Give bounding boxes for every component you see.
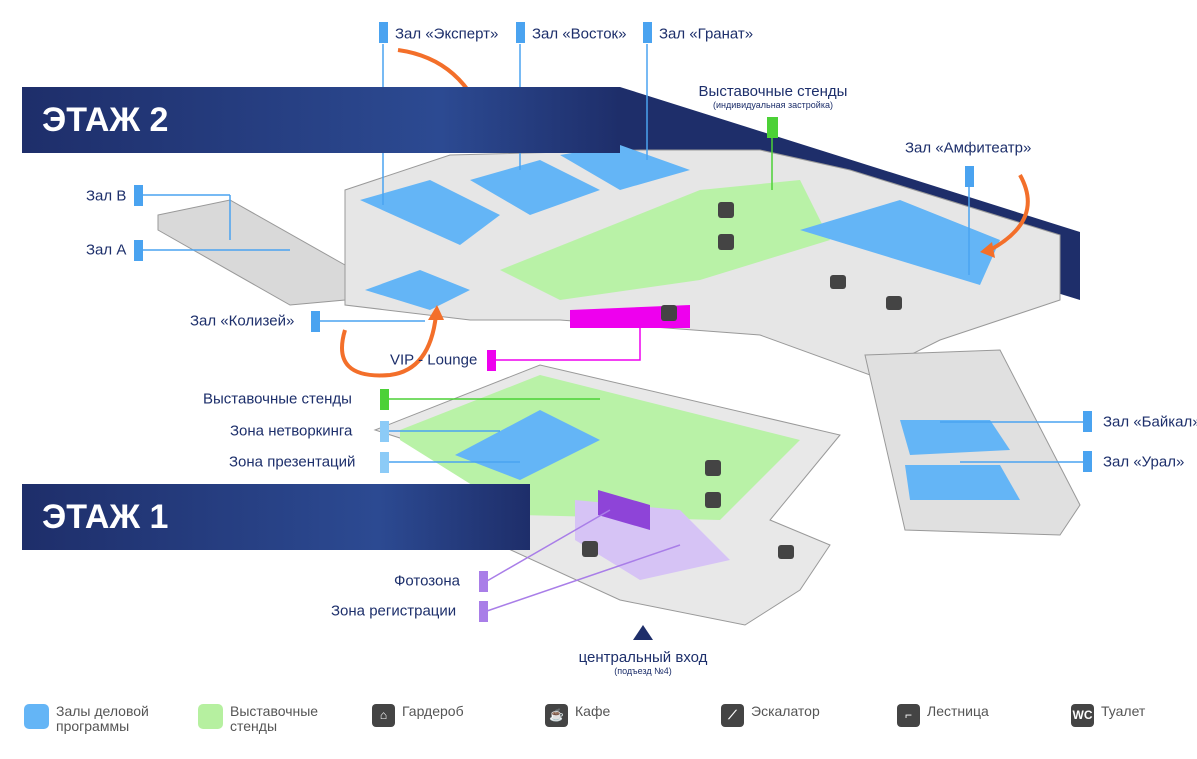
label-granat: Зал «Гранат» bbox=[659, 25, 754, 43]
entrance-subtitle: (подъезд №4) bbox=[614, 666, 672, 676]
marker-expert bbox=[379, 22, 388, 43]
hall-colosseum-area bbox=[365, 270, 470, 310]
marker-registration bbox=[479, 601, 488, 622]
legend-wc: WC Туалет bbox=[1071, 704, 1145, 727]
vip-lounge-area bbox=[570, 305, 690, 328]
marker-vostok bbox=[516, 22, 525, 43]
photo-zone-walls bbox=[598, 490, 650, 530]
wc-icon bbox=[778, 545, 794, 559]
marker-granat bbox=[643, 22, 652, 43]
stairs-icon: ⌐ bbox=[897, 704, 920, 727]
marker-hall-b bbox=[134, 185, 143, 206]
legend-label: Залы деловой программы bbox=[56, 703, 149, 734]
label-photo: Фотозона bbox=[394, 572, 460, 590]
hall-ural-area bbox=[905, 465, 1020, 500]
marker-baikal bbox=[1083, 411, 1092, 432]
hanger-icon: ⌂ bbox=[372, 704, 395, 727]
wc-icon: WC bbox=[1071, 704, 1094, 727]
stands-top-subtitle: (индивидуальная застройка) bbox=[713, 100, 833, 110]
floor2-banner: ЭТАЖ 2 bbox=[22, 87, 620, 153]
leader-lines bbox=[142, 44, 1083, 463]
marker-vip bbox=[487, 350, 496, 371]
arrow-colosseum bbox=[340, 314, 438, 378]
label-baikal: Зал «Байкал» bbox=[1103, 413, 1197, 431]
label-expert: Зал «Эксперт» bbox=[395, 25, 499, 43]
legend-escalator: ⟋ Эскалатор bbox=[721, 704, 820, 727]
escalator-icon bbox=[705, 460, 721, 476]
entrance-title: центральный вход bbox=[578, 649, 708, 666]
label-amphitheater: Зал «Амфитеатр» bbox=[905, 139, 1032, 157]
marker-stands-f1 bbox=[380, 389, 389, 410]
floor1-expo-area bbox=[400, 375, 800, 520]
hall-granat-area bbox=[560, 145, 690, 190]
label-vostok: Зал «Восток» bbox=[532, 25, 627, 43]
legend-wardrobe: ⌂ Гардероб bbox=[372, 704, 464, 727]
label-stands-f1: Выставочные стенды bbox=[203, 390, 352, 408]
wc-icon bbox=[886, 296, 902, 310]
floor1-banner: ЭТАЖ 1 bbox=[22, 484, 530, 550]
legend-label: Лестница bbox=[927, 703, 989, 719]
stairs-icon bbox=[705, 492, 721, 508]
label-presentations: Зона презентаций bbox=[229, 453, 356, 471]
label-registration: Зона регистрации bbox=[331, 602, 457, 620]
marker-photo bbox=[479, 571, 488, 592]
stands-top-title: Выставочные стенды bbox=[698, 83, 848, 100]
entrance-arrow-icon bbox=[633, 625, 653, 640]
marker-amphitheater bbox=[965, 166, 974, 187]
halls-swatch bbox=[24, 704, 49, 729]
legend-stairs: ⌐ Лестница bbox=[897, 704, 989, 727]
label-ural: Зал «Урал» bbox=[1103, 453, 1185, 471]
floor2-expo-area bbox=[500, 180, 830, 300]
hall-baikal-area bbox=[900, 420, 1010, 455]
hanger-icon bbox=[582, 541, 598, 557]
escalator-icon bbox=[718, 202, 734, 218]
coffee-icon: ☕ bbox=[545, 704, 568, 727]
label-hall-b: Зал B bbox=[86, 187, 127, 205]
arrow-amphitheater bbox=[989, 174, 1030, 252]
legend-label: Выставочные стенды bbox=[230, 703, 319, 734]
marker-hall-a bbox=[134, 240, 143, 261]
hall-vostok-area bbox=[470, 160, 600, 215]
cafe-icon bbox=[661, 305, 677, 321]
entrance-label: центральный вход (подъезд №4) bbox=[563, 649, 723, 676]
label-colosseum: Зал «Колизей» bbox=[190, 312, 295, 330]
legend-halls: Залы деловой программы bbox=[24, 704, 156, 734]
stands-swatch bbox=[198, 704, 223, 729]
label-networking: Зона нетворкинга bbox=[230, 422, 353, 440]
label-vip: VIP - Lounge bbox=[390, 351, 478, 369]
stairs-icon bbox=[718, 234, 734, 250]
label-hall-a: Зал A bbox=[86, 241, 127, 259]
legend-cafe: ☕ Кафе bbox=[545, 704, 610, 727]
legend-stands: Выставочные стенды bbox=[198, 704, 325, 734]
legend-label: Туалет bbox=[1101, 703, 1146, 719]
marker-ural bbox=[1083, 451, 1092, 472]
floor2-west-wing bbox=[157, 199, 346, 306]
marker-colosseum bbox=[311, 311, 320, 332]
legend-label: Эскалатор bbox=[751, 703, 820, 719]
marker-networking bbox=[380, 421, 389, 442]
hall-expert-area bbox=[360, 180, 500, 245]
photo-registration-area bbox=[575, 500, 730, 580]
legend-label: Кафе bbox=[575, 703, 611, 719]
wc-icon bbox=[830, 275, 846, 289]
marker-presentations bbox=[380, 452, 389, 473]
legend-label: Гардероб bbox=[402, 703, 464, 719]
hall-amphitheater-area bbox=[800, 200, 1000, 285]
marker-stands-top bbox=[767, 117, 778, 138]
label-stands-top: Выставочные стенды (индивидуальная застр… bbox=[680, 83, 866, 110]
escalator-icon: ⟋ bbox=[721, 704, 744, 727]
